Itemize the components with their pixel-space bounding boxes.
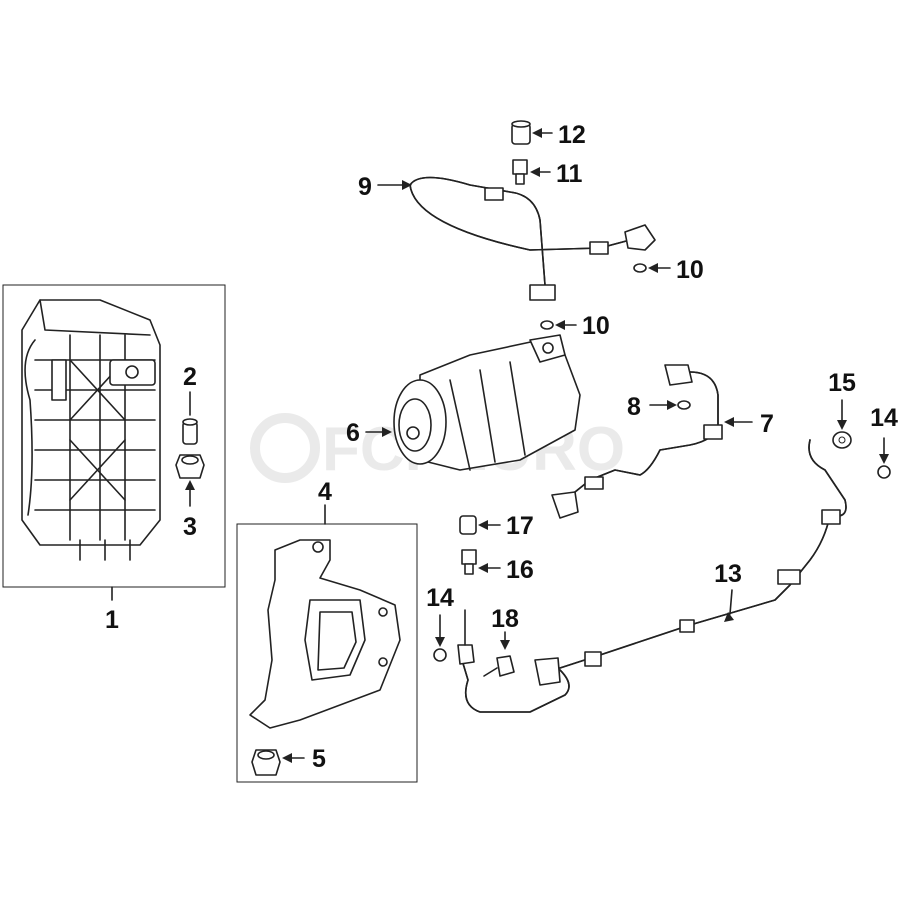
expansion-tank-assembly[interactable]	[21, 299, 161, 561]
hose-part-2[interactable]	[182, 418, 198, 445]
callout-4: 4	[318, 478, 332, 506]
o-ring-part-15[interactable]	[832, 431, 852, 449]
arrow-3	[185, 480, 195, 490]
callout-13: 13	[714, 560, 742, 588]
valve-part-16[interactable]	[461, 549, 477, 575]
o-ring-part-14a[interactable]	[433, 648, 447, 662]
callout-10b: 10	[582, 312, 610, 340]
sensor-part-18[interactable]	[483, 655, 515, 677]
ac-compressor[interactable]	[393, 334, 581, 471]
o-ring-part-14b[interactable]	[877, 465, 891, 479]
callout-11: 11	[556, 160, 583, 188]
mount-part-3[interactable]	[175, 454, 205, 479]
o-ring-part-8[interactable]	[677, 400, 691, 410]
callout-14b: 14	[870, 404, 898, 432]
callout-6: 6	[346, 419, 360, 447]
heat-shield[interactable]	[249, 539, 401, 729]
arrow-6	[382, 427, 392, 437]
callout-18: 18	[491, 605, 519, 633]
callout-12: 12	[558, 121, 586, 149]
callout-2: 2	[183, 363, 197, 391]
liquid-line[interactable]	[457, 439, 847, 713]
callout-8: 8	[627, 393, 641, 421]
callout-5: 5	[312, 745, 326, 773]
part-4-box	[236, 523, 418, 783]
suction-line[interactable]	[551, 364, 723, 519]
leader-13	[729, 589, 733, 615]
callout-16: 16	[506, 556, 534, 584]
callout-10a: 10	[676, 256, 704, 284]
discharge-line[interactable]	[409, 176, 656, 301]
cap-part-12[interactable]	[511, 120, 531, 145]
callout-3: 3	[183, 513, 197, 541]
callout-9: 9	[358, 173, 372, 201]
o-ring-part-10a[interactable]	[633, 263, 647, 273]
cap-part-17[interactable]	[459, 515, 477, 535]
arrow-9	[402, 180, 412, 190]
callout-17: 17	[506, 512, 534, 540]
callout-7: 7	[760, 410, 774, 438]
arrow-5	[282, 753, 292, 763]
callout-15: 15	[828, 369, 856, 397]
callout-1: 1	[105, 606, 119, 634]
pressure-switch-part-11[interactable]	[512, 159, 528, 185]
part-1-box	[2, 284, 226, 588]
mount-part-5[interactable]	[251, 749, 281, 776]
callout-14a: 14	[426, 584, 454, 612]
o-ring-part-10b[interactable]	[540, 320, 554, 330]
